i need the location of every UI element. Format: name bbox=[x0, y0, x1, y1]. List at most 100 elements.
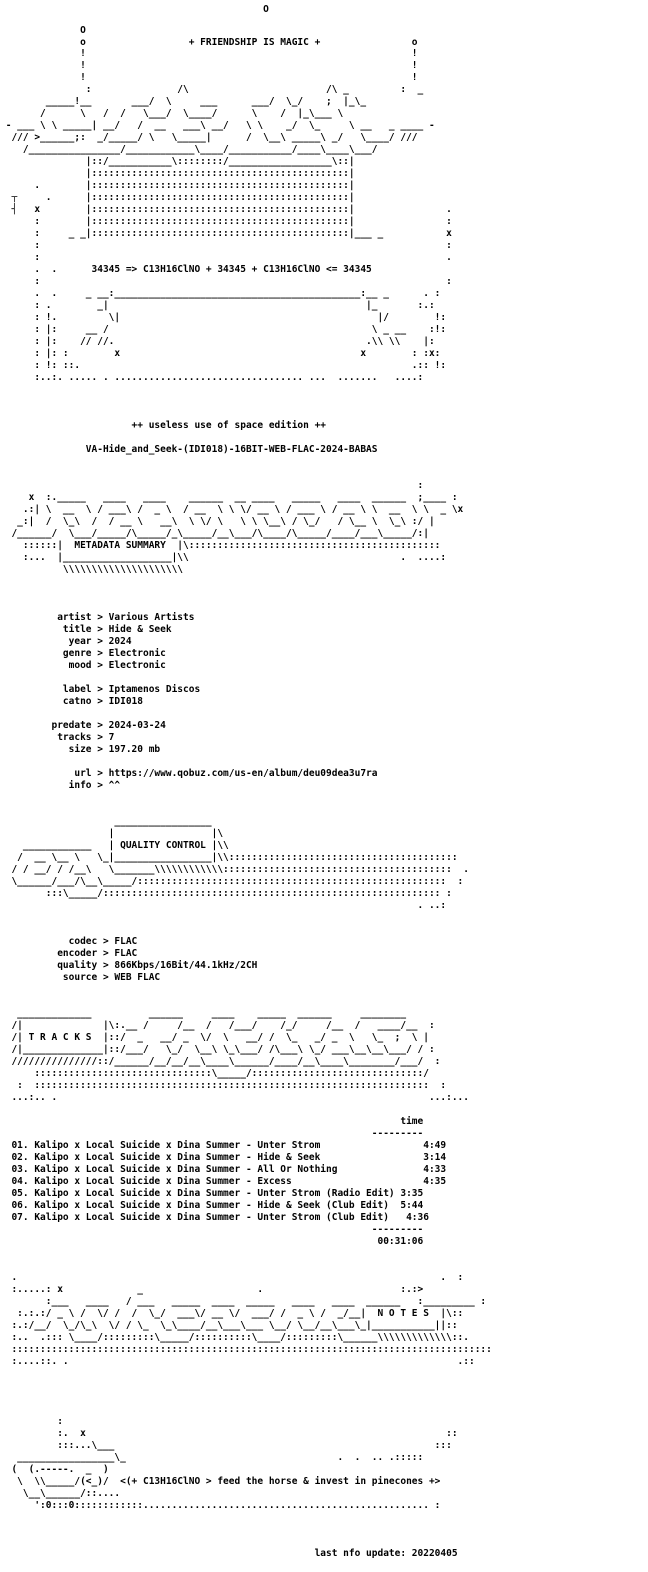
nfo-line: ____________ | QUALITY CONTROL |\\ bbox=[0, 840, 229, 851]
nfo-line: ::::::| METADATA SUMMARY |\:::::::::::::… bbox=[0, 540, 441, 551]
nfo-line: ! ! bbox=[0, 60, 418, 71]
nfo-line: --------- bbox=[0, 1128, 424, 1139]
nfo-line: /| T R A C K S |::/ _ __/ _ \/ \ __/ / \… bbox=[0, 1032, 429, 1043]
nfo-line: ! ! bbox=[0, 72, 418, 83]
nfo-line: 05. Kalipo x Local Suicide x Dina Summer… bbox=[0, 1188, 424, 1199]
nfo-line: :::...\___ ::: bbox=[0, 1440, 452, 1451]
nfo-line: :... |___________________|\\ . ....: bbox=[0, 552, 447, 563]
nfo-line: ┤ x |:::::::::::::::::::::::::::::::::::… bbox=[0, 204, 452, 215]
nfo-line: _:| / \_\ / / __ \ __\ \ \/ \ \ \ \__\ /… bbox=[0, 516, 435, 527]
nfo-line: label > Iptamenos Discos bbox=[0, 684, 201, 695]
nfo-line: :___ ____ / ___ _____ ____ _____ ____ __… bbox=[0, 1296, 487, 1307]
nfo-line: :.....: x _ . :.:> bbox=[0, 1284, 424, 1295]
nfo-line: last nfo update: 20220405 bbox=[0, 1548, 458, 1559]
nfo-line: 04. Kalipo x Local Suicide x Dina Summer… bbox=[0, 1176, 447, 1187]
nfo-line: tracks > 7 bbox=[0, 732, 115, 743]
nfo-line: \______/___/\__\_____/::::::::::::::::::… bbox=[0, 876, 464, 887]
nfo-line: \__\______/::.... bbox=[0, 1488, 121, 1499]
nfo-line: /|______________|::/___/ \_/ \__\ \_\___… bbox=[0, 1044, 435, 1055]
nfo-line: : /\ /\ _ : _ bbox=[0, 84, 424, 95]
nfo-line: :....::. . .:: bbox=[0, 1356, 475, 1367]
nfo-line: /| |\:.__ / /__ / /___/ /_/ /__ / ____/_… bbox=[0, 1020, 435, 1031]
nfo-line: quality > 866Kbps/16Bit/44.1kHz/2CH bbox=[0, 960, 258, 971]
nfo-line: 01. Kalipo x Local Suicide x Dina Summer… bbox=[0, 1140, 447, 1151]
nfo-line: O bbox=[0, 4, 269, 15]
nfo-line: : !. \| |/ !: bbox=[0, 312, 447, 323]
nfo-line: time bbox=[0, 1116, 424, 1127]
nfo-line: _____________ ______ ____ _____ ______ _… bbox=[0, 1008, 407, 1019]
nfo-line: . . 34345 => C13H16ClNO + 34345 + C13H16… bbox=[0, 264, 372, 275]
nfo-line: ///////////////::/______/__/__/__\____\_… bbox=[0, 1056, 441, 1067]
nfo-line: ++ useless use of space edition ++ bbox=[0, 420, 327, 431]
nfo-line: /______/ \___/_____/\_____/_\_____/__\__… bbox=[0, 528, 429, 539]
nfo-line: encoder > FLAC bbox=[0, 948, 138, 959]
nfo-line: : _ _|::::::::::::::::::::::::::::::::::… bbox=[0, 228, 452, 239]
nfo-line: ':0:::0::::::::::::.....................… bbox=[0, 1500, 441, 1511]
nfo-line: |:::::::::::::::::::::::::::::::::::::::… bbox=[0, 168, 355, 179]
nfo-line: . . : bbox=[0, 1272, 464, 1283]
nfo-line: year > 2024 bbox=[0, 636, 132, 647]
nfo-line: . ..: bbox=[0, 900, 447, 911]
nfo-line: mood > Electronic bbox=[0, 660, 166, 671]
nfo-line: O bbox=[0, 25, 86, 36]
nfo-line: :. x :: bbox=[0, 1428, 458, 1439]
nfo-line: / \ / / \___/ \____/ \ / |_\___ \ bbox=[0, 108, 344, 119]
nfo-line: \\\\\\\\\\\\\\\\\\\\\ bbox=[0, 564, 184, 575]
nfo-line: :.. .::: \____/:::::::::\_____/:::::::::… bbox=[0, 1332, 469, 1343]
nfo-line: _________________ bbox=[0, 816, 212, 827]
nfo-line: : bbox=[0, 1416, 63, 1427]
nfo-line: _____!__ ___/ \ ___ ___/ \_/ ; |_\_ bbox=[0, 96, 367, 107]
nfo-line: \ \\_____/(<_)/ <(+ C13H16ClNO > feed th… bbox=[0, 1476, 441, 1487]
nfo-line: ! ! bbox=[0, 48, 418, 59]
nfo-line: :::::::::::::::::::::::::::::::\_____/::… bbox=[0, 1068, 429, 1079]
nfo-line: ::::::::::::::::::::::::::::::::::::::::… bbox=[0, 1344, 492, 1355]
nfo-line: : |: __ / \ _ __ :!: bbox=[0, 324, 447, 335]
nfo-line: --------- bbox=[0, 1224, 424, 1235]
nfo-line: 03. Kalipo x Local Suicide x Dina Summer… bbox=[0, 1164, 447, 1175]
nfo-line: | |\ bbox=[0, 828, 224, 839]
nfo-line: VA-Hide_and_Seek-(IDI018)-16BIT-WEB-FLAC… bbox=[0, 444, 378, 455]
nfo-line: ...:.. . ...:... bbox=[0, 1092, 469, 1103]
nfo-line: :.:.:/ _ \ / \/ / / \_/ ___\/ __ \/ ___/… bbox=[0, 1308, 464, 1319]
nfo-line: : . bbox=[0, 252, 452, 263]
nfo-line: / __ \__ \ \_|_________________|\\::::::… bbox=[0, 852, 458, 863]
nfo-line: : |: : x x : :x: bbox=[0, 348, 441, 359]
nfo-line: .:| \ __ \ / ___\ / _ \ / __ \ \ \/ __ \… bbox=[0, 504, 464, 515]
nfo-line: ┬ . |:::::::::::::::::::::::::::::::::::… bbox=[0, 192, 355, 203]
nfo-line: x :._____ ____ ____ ______ __ ____ _____… bbox=[0, 492, 458, 503]
nfo-line: - ___ \ \ _____| __/ / __ ___\ __/ \ \ _… bbox=[0, 120, 435, 131]
nfo-line: artist > Various Artists bbox=[0, 612, 195, 623]
nfo-line: : |: // //. .\\ \\ |: bbox=[0, 336, 435, 347]
nfo-line: . . _ __:_______________________________… bbox=[0, 288, 441, 299]
nfo-line: codec > FLAC bbox=[0, 936, 138, 947]
nfo-line: |::/___________\::::::::/_______________… bbox=[0, 156, 355, 167]
nfo-line: : ::::::::::::::::::::::::::::::::::::::… bbox=[0, 1080, 447, 1091]
nfo-line: :::\_____/::::::::::::::::::::::::::::::… bbox=[0, 888, 452, 899]
nfo-line: info > ^^ bbox=[0, 780, 121, 791]
nfo-line: 02. Kalipo x Local Suicide x Dina Summer… bbox=[0, 1152, 447, 1163]
nfo-line: title > Hide & Seek bbox=[0, 624, 172, 635]
nfo-line: : |:::::::::::::::::::::::::::::::::::::… bbox=[0, 216, 452, 227]
nfo-line: : : bbox=[0, 240, 452, 251]
nfo-line: 00:31:06 bbox=[0, 1236, 424, 1247]
nfo-line: :..:. ..... . ..........................… bbox=[0, 372, 424, 383]
nfo-line: url > https://www.qobuz.com/us-en/album/… bbox=[0, 768, 378, 779]
nfo-line: genre > Electronic bbox=[0, 648, 166, 659]
nfo-line: /________________/____________\____/____… bbox=[0, 144, 378, 155]
nfo-line: size > 197.20 mb bbox=[0, 744, 161, 755]
nfo-line: : !: ::. .:: !: bbox=[0, 360, 447, 371]
nfo-line: : . _| |_ :.: bbox=[0, 300, 435, 311]
nfo-line: /// >______;: _/_____/ \ \_____| / \__\ … bbox=[0, 132, 424, 143]
nfo-line: 06. Kalipo x Local Suicide x Dina Summer… bbox=[0, 1200, 424, 1211]
nfo-line: predate > 2024-03-24 bbox=[0, 720, 166, 731]
nfo-line: o + FRIENDSHIP IS MAGIC + o bbox=[0, 37, 418, 48]
nfo-line: source > WEB FLAC bbox=[0, 972, 161, 983]
nfo-line: _________________\_ . . .. .::::: bbox=[0, 1452, 424, 1463]
nfo-line: ( (.-----. _ ) bbox=[0, 1464, 109, 1475]
nfo-line: / / __/ / /__\ \_______\\\\\\\\\\\\:::::… bbox=[0, 864, 469, 875]
nfo-line: :.:/__/ \_/\_\ \/ / \_ \_\____/__\___\__… bbox=[0, 1320, 458, 1331]
nfo-line: : : bbox=[0, 276, 452, 287]
nfo-line: catno > IDI018 bbox=[0, 696, 143, 707]
nfo-line: 07. Kalipo x Local Suicide x Dina Summer… bbox=[0, 1212, 429, 1223]
